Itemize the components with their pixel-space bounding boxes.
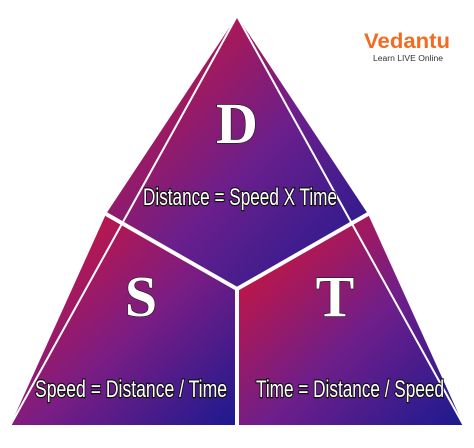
letter-d: D [216, 91, 258, 156]
letter-s: S [125, 264, 157, 329]
top-section [106, 16, 368, 289]
formula-time: Time = Distance / Speed [256, 376, 444, 403]
logo-tagline: Learn LIVE Online [373, 54, 444, 63]
logo-brand: Vedantu [364, 30, 450, 53]
left-section [10, 214, 237, 426]
formula-speed: Speed = Distance / Time [35, 376, 227, 403]
formula-distance: Distance = Speed X Time [143, 184, 337, 211]
triangle-outline [8, 13, 466, 427]
right-section [237, 214, 464, 426]
vedantu-logo: Vedantu Learn LIVE Online [364, 30, 450, 63]
letter-t: T [316, 264, 355, 329]
